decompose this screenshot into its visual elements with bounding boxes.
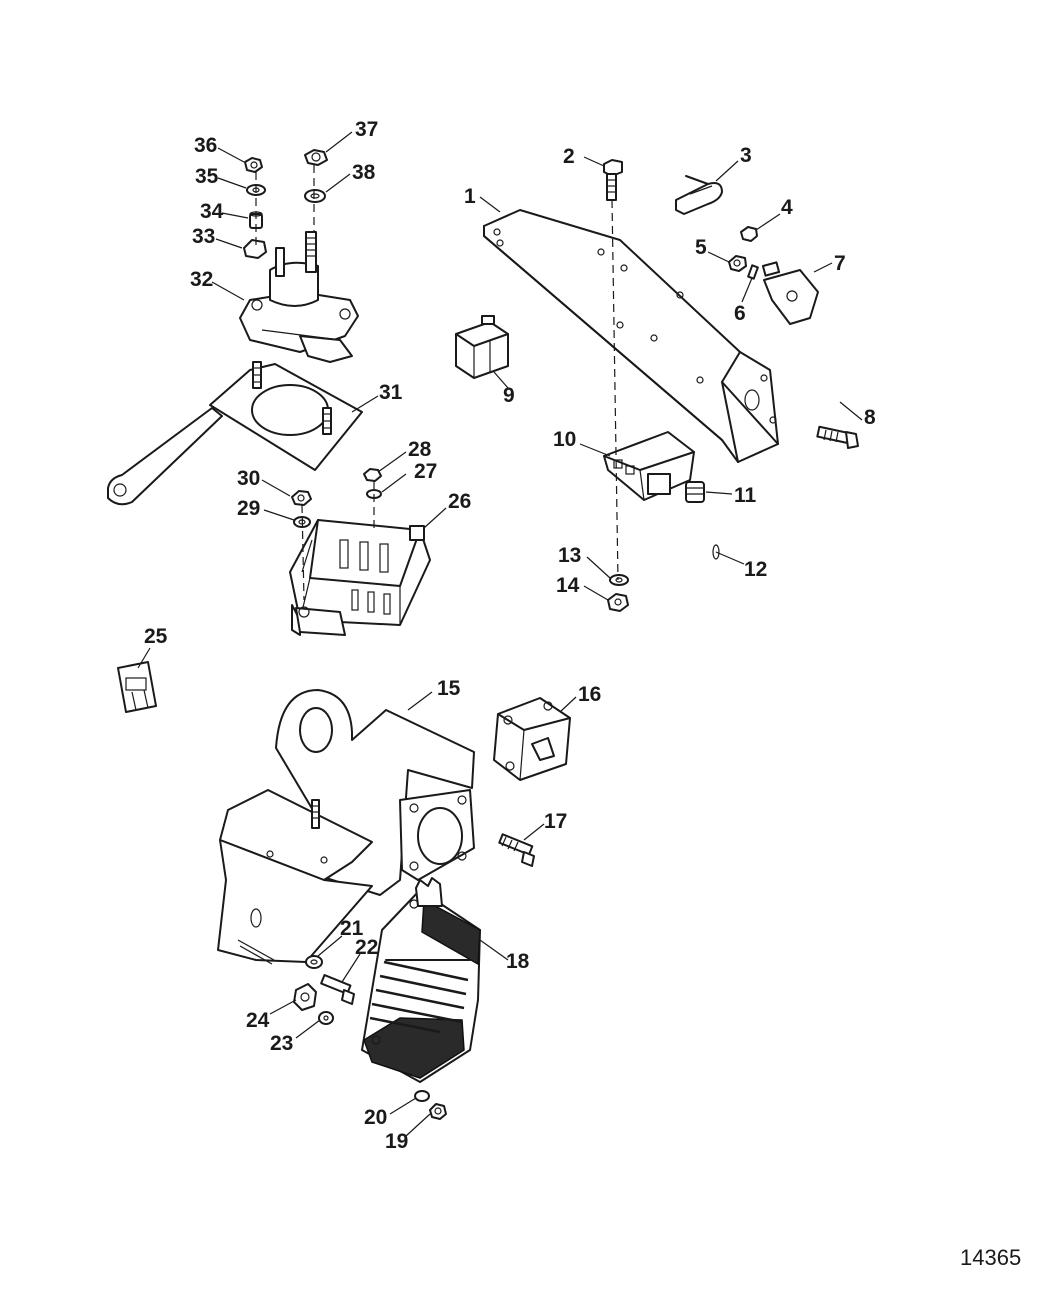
callout-23: 23 bbox=[270, 1032, 293, 1055]
washer-23 bbox=[318, 1011, 334, 1025]
nut-4 bbox=[740, 226, 758, 242]
callout-3: 3 bbox=[740, 144, 752, 167]
callout-33: 33 bbox=[192, 225, 215, 248]
nut-28 bbox=[363, 468, 382, 482]
nut-19 bbox=[429, 1103, 447, 1120]
ecm-18 bbox=[361, 877, 481, 1083]
callout-9: 9 bbox=[503, 384, 515, 407]
callout-8: 8 bbox=[864, 406, 876, 429]
washer-38 bbox=[304, 189, 326, 203]
callout-6: 6 bbox=[734, 302, 746, 325]
pin-6 bbox=[747, 264, 759, 280]
screw-17 bbox=[498, 833, 535, 867]
callout-5: 5 bbox=[695, 236, 707, 259]
washer-21 bbox=[305, 955, 323, 969]
callout-34: 34 bbox=[200, 200, 224, 223]
callout-1: 1 bbox=[464, 185, 476, 208]
insulator-33 bbox=[243, 239, 267, 259]
callout-37: 37 bbox=[355, 118, 378, 141]
screw-8 bbox=[816, 425, 859, 449]
callout-27: 27 bbox=[414, 460, 437, 483]
clip-3 bbox=[675, 175, 723, 215]
callout-25: 25 bbox=[144, 625, 168, 648]
relay-9 bbox=[455, 315, 509, 379]
callout-18: 18 bbox=[506, 950, 530, 973]
callout-36: 36 bbox=[194, 134, 217, 157]
callout-20: 20 bbox=[364, 1106, 387, 1129]
callout-10: 10 bbox=[553, 428, 576, 451]
callout-15: 15 bbox=[437, 677, 461, 700]
mounting-bracket-1 bbox=[483, 209, 779, 463]
washer-20 bbox=[414, 1090, 430, 1102]
callout-11: 11 bbox=[734, 484, 757, 507]
callout-17: 17 bbox=[544, 810, 567, 833]
callout-29: 29 bbox=[237, 497, 260, 520]
callout-2: 2 bbox=[563, 145, 575, 168]
solenoid-32 bbox=[239, 231, 359, 363]
module-10 bbox=[603, 431, 695, 501]
callout-19: 19 bbox=[385, 1130, 408, 1153]
grommet-24 bbox=[293, 983, 317, 1011]
callout-21: 21 bbox=[340, 917, 364, 940]
callout-26: 26 bbox=[448, 490, 471, 513]
callout-24: 24 bbox=[246, 1009, 270, 1032]
screw-2 bbox=[603, 159, 623, 201]
nut-37 bbox=[304, 149, 328, 166]
callout-28: 28 bbox=[408, 438, 432, 461]
callout-16: 16 bbox=[578, 683, 601, 706]
assembly-center-lines bbox=[255, 165, 619, 601]
callout-35: 35 bbox=[195, 165, 219, 188]
terminal-block-7 bbox=[761, 261, 819, 325]
callout-12: 12 bbox=[744, 558, 767, 581]
callout-13: 13 bbox=[558, 544, 581, 567]
callout-7: 7 bbox=[834, 252, 846, 275]
ecm-bracket-15 bbox=[217, 689, 475, 965]
callout-38: 38 bbox=[352, 161, 376, 184]
callout-22: 22 bbox=[355, 936, 378, 959]
callout-leader-lines bbox=[137, 131, 863, 1137]
callout-31: 31 bbox=[379, 381, 403, 404]
callout-4: 4 bbox=[781, 196, 793, 219]
callout-14: 14 bbox=[556, 574, 580, 597]
figure-number: 14365 bbox=[960, 1245, 1021, 1270]
callout-labels: 1 2 3 4 5 6 7 8 9 10 11 12 13 14 15 16 1… bbox=[144, 118, 876, 1153]
nut-36 bbox=[244, 157, 263, 173]
nut-30 bbox=[291, 490, 312, 506]
bracket-31 bbox=[107, 361, 363, 506]
cover-16 bbox=[493, 697, 571, 781]
fuse-box-26 bbox=[289, 519, 431, 636]
screw-22 bbox=[320, 974, 355, 1005]
fuse-25 bbox=[117, 661, 157, 713]
hose-12 bbox=[655, 507, 721, 560]
washer-13 bbox=[609, 574, 629, 586]
callout-32: 32 bbox=[190, 268, 213, 291]
nut-5 bbox=[728, 255, 747, 272]
nut-14 bbox=[607, 593, 629, 612]
callout-30: 30 bbox=[237, 467, 260, 490]
grommet-11 bbox=[685, 481, 705, 503]
